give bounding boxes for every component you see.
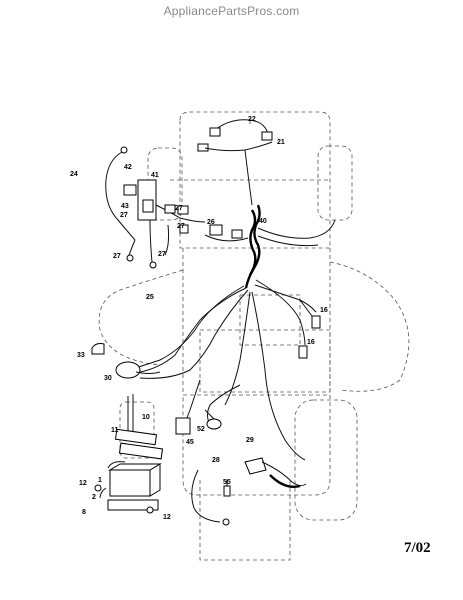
- callout-40: 40: [259, 218, 267, 225]
- callout-27-e: 27: [158, 251, 166, 258]
- callout-42: 42: [124, 164, 132, 171]
- callout-27-d: 27: [113, 253, 121, 260]
- callout-41: 41: [151, 172, 159, 179]
- callout-1: 1: [98, 477, 102, 484]
- callout-43: 43: [121, 203, 129, 210]
- callout-30: 30: [104, 375, 112, 382]
- center-connectors: [204, 224, 249, 242]
- callout-25: 25: [146, 294, 154, 301]
- callout-52: 52: [197, 426, 205, 433]
- callout-21: 21: [277, 139, 285, 146]
- callout-22: 22: [248, 116, 256, 123]
- lower-components: [175, 409, 307, 526]
- site-watermark: AppliancePartsPros.com: [163, 4, 300, 18]
- callout-10: 10: [142, 414, 150, 421]
- callout-12-b: 12: [163, 514, 171, 521]
- callout-12-a: 12: [79, 480, 87, 487]
- callout-27-b: 27: [175, 205, 183, 212]
- ignition-harness: [105, 146, 206, 269]
- callouts: 22 21 24 42 41 43 27 27 27 27 27 26 40 2…: [70, 116, 328, 521]
- callout-24: 24: [70, 171, 78, 178]
- starter-components: [91, 343, 161, 379]
- callout-26: 26: [207, 219, 215, 226]
- callout-28: 28: [212, 457, 220, 464]
- callout-33: 33: [77, 352, 85, 359]
- tractor-outline: [98, 111, 410, 561]
- battery-area: [94, 394, 164, 514]
- callout-8: 8: [82, 509, 86, 516]
- seat-switches: [298, 299, 321, 359]
- headlight-harness: [197, 119, 273, 206]
- revision-date: 7/02: [404, 540, 431, 556]
- callout-11: 11: [111, 427, 119, 434]
- callout-16-b: 16: [307, 339, 315, 346]
- callout-55: 55: [223, 479, 231, 486]
- callout-27-a: 27: [120, 212, 128, 219]
- callout-16-a: 16: [320, 307, 328, 314]
- main-harness: [134, 204, 336, 461]
- callout-27-c: 27: [177, 223, 185, 230]
- callout-29: 29: [246, 437, 254, 444]
- callout-2: 2: [92, 494, 96, 501]
- callout-45: 45: [186, 439, 194, 446]
